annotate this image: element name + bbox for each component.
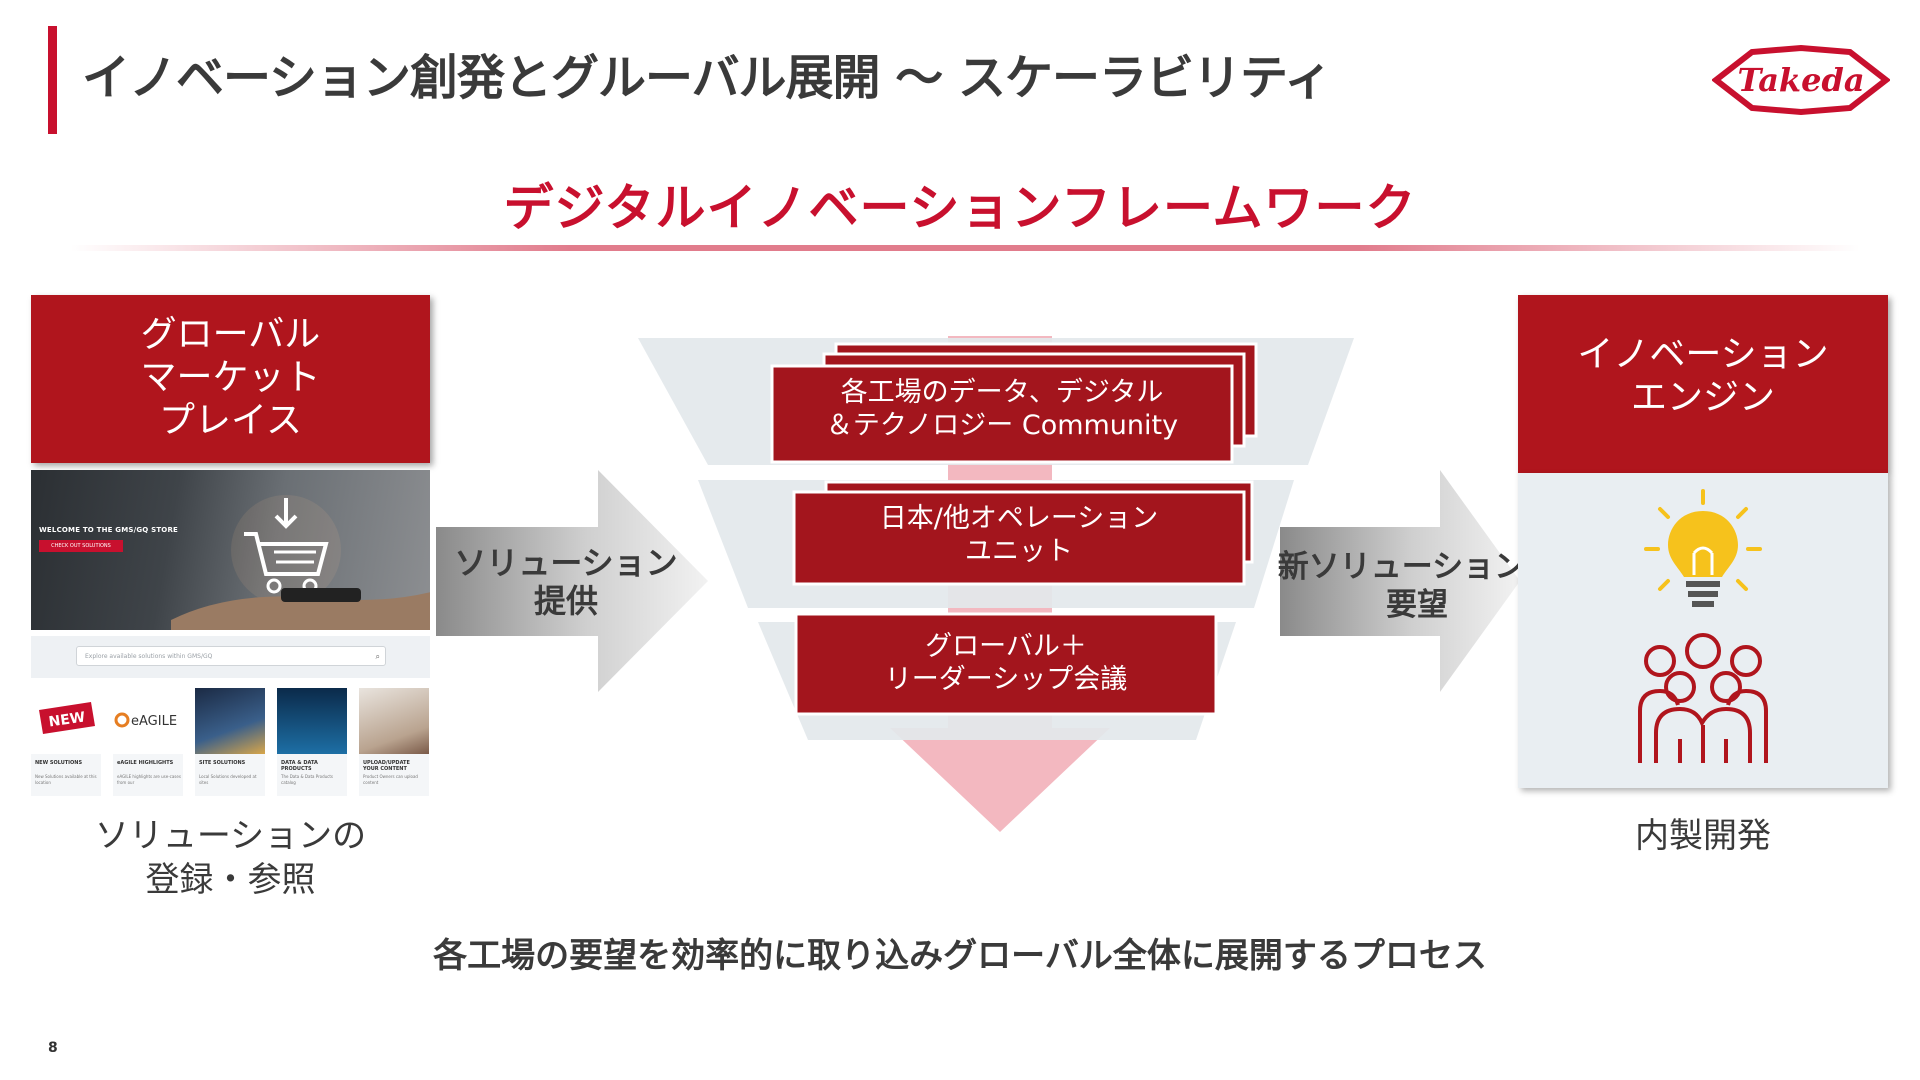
page-number: 8 bbox=[48, 1040, 58, 1056]
innovation-funnel bbox=[638, 336, 1354, 832]
tier3-text: グローバル＋ リーダーシップ会議 bbox=[796, 630, 1216, 696]
tier-line: ユニット bbox=[965, 536, 1073, 567]
tile-desc: The Data & Data Products catalog bbox=[281, 774, 334, 785]
tile-image bbox=[277, 688, 347, 754]
tile-desc: eAGILE highlights are use-cases from our bbox=[117, 774, 181, 785]
box-line: イノベーション bbox=[1577, 334, 1829, 375]
store-screenshot: WELCOME TO THE GMS/GQ STORE CHECK OUT SO… bbox=[31, 470, 430, 796]
tier-line: ＆テクノロジー Community bbox=[825, 410, 1179, 441]
box-line: エンジン bbox=[1630, 377, 1775, 418]
tile-desc: New Solutions available at this location bbox=[35, 774, 97, 785]
solution-delivery-arrow bbox=[436, 470, 708, 692]
tile-site-solutions[interactable]: SITE SOLUTIONS Local Solutions developed… bbox=[195, 688, 265, 796]
store-welcome-text: WELCOME TO THE GMS/GQ STORE bbox=[39, 526, 179, 534]
operations-unit-card bbox=[792, 490, 1246, 586]
arrow-label-line: 要望 bbox=[1386, 587, 1448, 623]
tile-data-products[interactable]: DATA & DATA PRODUCTS The Data & Data Pro… bbox=[277, 688, 347, 796]
store-search-bar: Explore available solutions within GMS/G… bbox=[31, 636, 430, 678]
tier-line: リーダーシップ会議 bbox=[884, 664, 1128, 695]
store-search-input[interactable]: Explore available solutions within GMS/G… bbox=[76, 646, 386, 666]
tile-image bbox=[359, 688, 429, 754]
hand-phone-image bbox=[171, 588, 430, 630]
tier-line: 各工場のデータ、デジタル bbox=[840, 377, 1164, 408]
tile-label: eAGILE bbox=[131, 714, 177, 729]
tile-label: NEW bbox=[48, 710, 87, 731]
shopping-cart-icon bbox=[231, 495, 341, 605]
store-hero-banner: WELCOME TO THE GMS/GQ STORE CHECK OUT SO… bbox=[31, 470, 430, 630]
arrow-label-line: ソリューション bbox=[454, 544, 678, 582]
eagile-logo-icon: eAGILE bbox=[114, 712, 177, 729]
tile-desc: Product Owners can upload content bbox=[363, 774, 418, 785]
tier-line: 日本/他オペレーション bbox=[879, 503, 1159, 534]
lightbulb-icon bbox=[1644, 489, 1762, 607]
title-accent-bar bbox=[48, 26, 57, 134]
process-summary: 各工場の要望を効率的に取り込みグローバル全体に展開するプロセス bbox=[433, 936, 1487, 976]
caption-line: ソリューションの bbox=[94, 816, 367, 856]
team-people-icon bbox=[1638, 633, 1768, 763]
tile-title: UPLOAD/UPDATE YOUR CONTENT bbox=[363, 760, 410, 772]
tier2-text: 日本/他オペレーション ユニット bbox=[794, 502, 1244, 568]
tile-title: SITE SOLUTIONS bbox=[199, 760, 246, 766]
subtitle-divider bbox=[70, 245, 1860, 251]
tile-image bbox=[195, 688, 265, 754]
tile-title: NEW SOLUTIONS bbox=[35, 760, 83, 766]
tile-image: eAGILE bbox=[113, 688, 183, 754]
tile-title: eAGILE HIGHLIGHTS bbox=[117, 760, 174, 766]
tile-desc: Local Solutions developed at sites bbox=[199, 774, 257, 785]
check-out-solutions-button[interactable]: CHECK OUT SOLUTIONS bbox=[39, 540, 123, 552]
right-caption: 内製開発 bbox=[1635, 816, 1771, 856]
box-line: プレイス bbox=[159, 400, 302, 441]
box-line: グローバル bbox=[140, 314, 321, 355]
tile-image: NEW bbox=[31, 688, 101, 754]
tile-title: DATA & DATA PRODUCTS bbox=[281, 760, 318, 772]
solution-delivery-label: ソリューション 提供 bbox=[436, 544, 696, 620]
global-marketplace-box: グローバル マーケット プレイス bbox=[31, 295, 430, 463]
tile-upload-content[interactable]: UPLOAD/UPDATE YOUR CONTENT Product Owner… bbox=[359, 688, 429, 796]
page-title: イノベーション創発とグルーバル展開 ～ スケーラビリティ bbox=[82, 50, 1332, 106]
new-badge-icon: NEW bbox=[39, 702, 95, 734]
framework-subtitle: デジタルイノベーションフレームワーク bbox=[503, 179, 1417, 237]
arrow-label-line: 新ソリューションの bbox=[1277, 549, 1557, 585]
leadership-meeting-card bbox=[794, 612, 1218, 716]
tier-line: グローバル＋ bbox=[925, 631, 1087, 662]
left-caption: ソリューションの 登録・参照 bbox=[31, 814, 430, 902]
community-card bbox=[770, 364, 1234, 464]
takeda-logo: Takeda bbox=[1712, 44, 1890, 116]
innovation-engine-panel bbox=[1518, 473, 1888, 788]
new-solution-request-arrow bbox=[1280, 470, 1520, 692]
logo-text: Takeda bbox=[1737, 61, 1864, 99]
tile-new-solutions[interactable]: NEW NEW SOLUTIONS New Solutions availabl… bbox=[31, 688, 101, 796]
tier1-text: 各工場のデータ、デジタル ＆テクノロジー Community bbox=[772, 376, 1232, 442]
innovation-engine-box: イノベーション エンジン bbox=[1518, 295, 1888, 473]
search-placeholder: Explore available solutions within GMS/G… bbox=[85, 653, 213, 660]
search-icon: ⌕ bbox=[375, 652, 380, 661]
new-solution-request-label: 新ソリューションの 要望 bbox=[1262, 548, 1572, 624]
caption-line: 登録・参照 bbox=[145, 860, 316, 900]
arrow-label-line: 提供 bbox=[533, 582, 598, 620]
box-line: マーケット bbox=[140, 357, 321, 398]
tile-eagile-highlights[interactable]: eAGILE eAGILE HIGHLIGHTS eAGILE highligh… bbox=[113, 688, 183, 796]
